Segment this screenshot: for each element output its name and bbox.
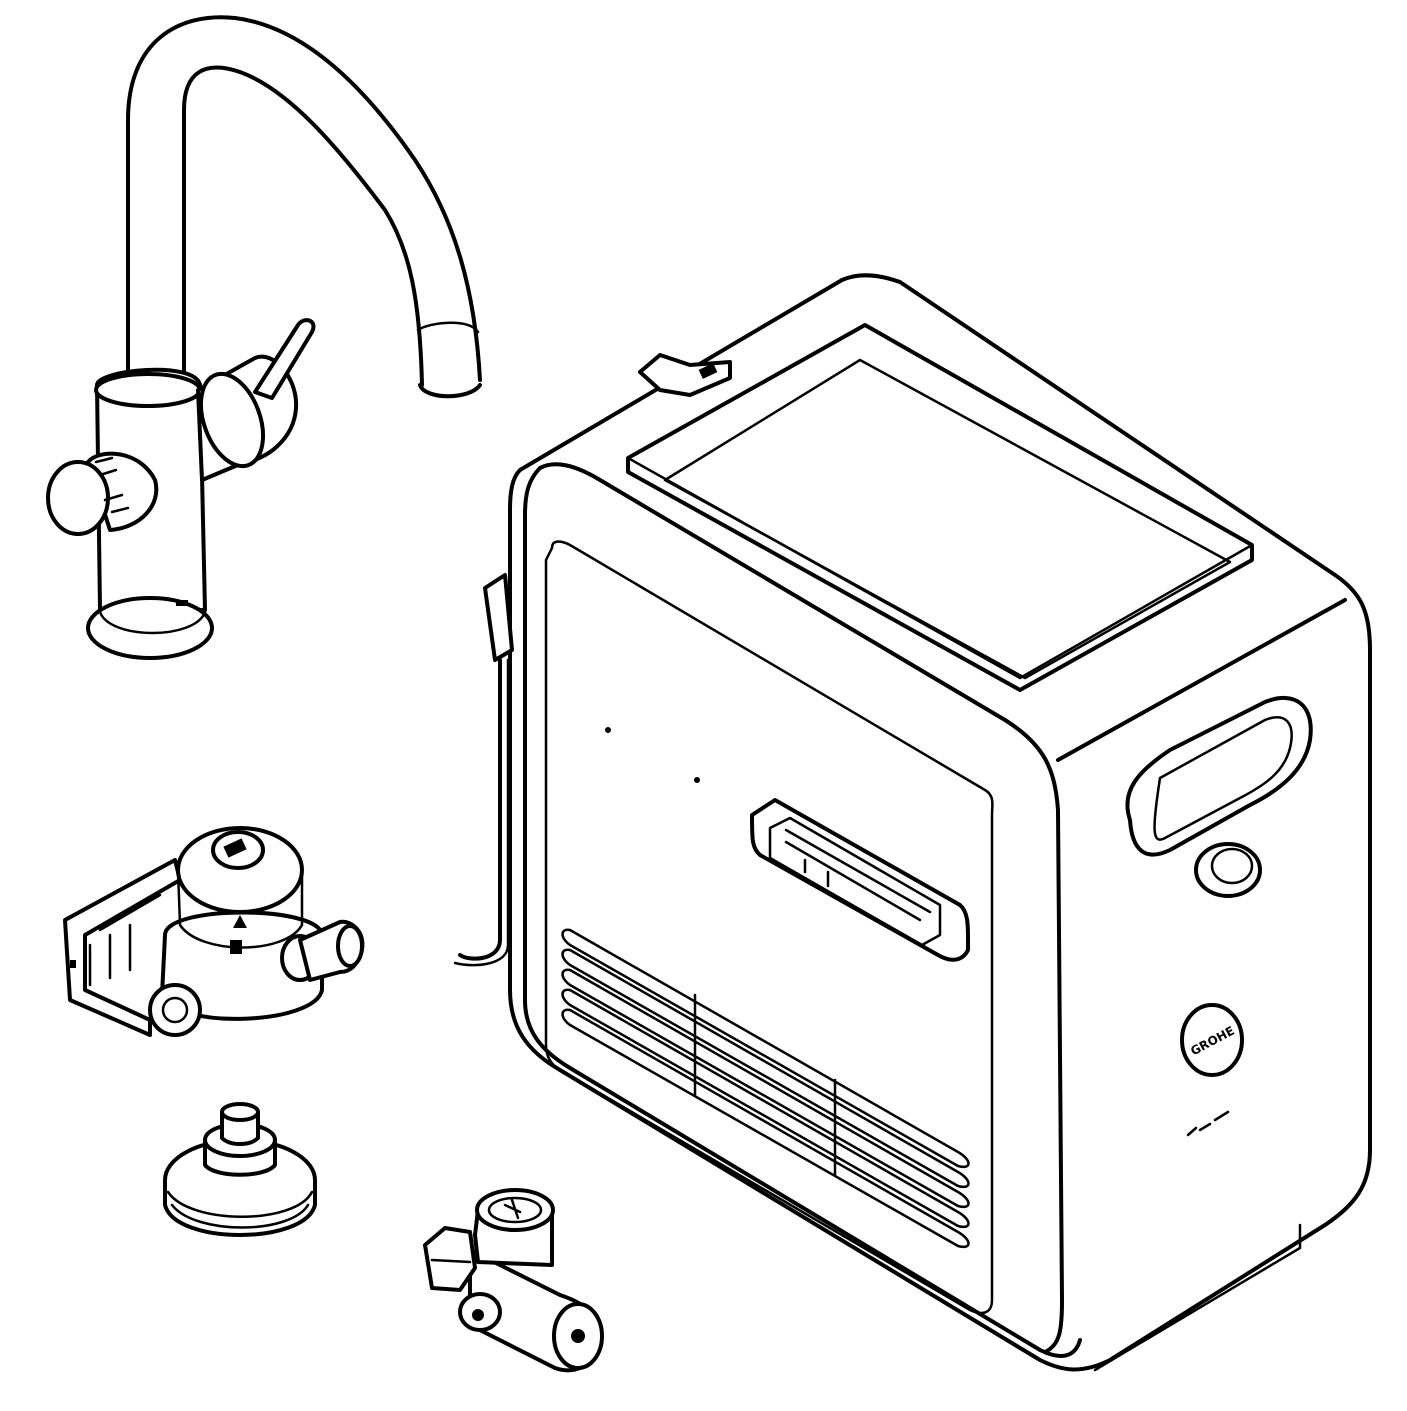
brand-logo-icon: GROHE [1180,1003,1244,1137]
grille [561,928,970,1249]
pressure-gauge-valve-icon [423,1188,604,1373]
chiller-box-icon [453,273,1372,1372]
threaded-adapter-icon [163,1102,317,1237]
filter-head-icon [63,826,365,1037]
faucet-icon [46,15,482,660]
